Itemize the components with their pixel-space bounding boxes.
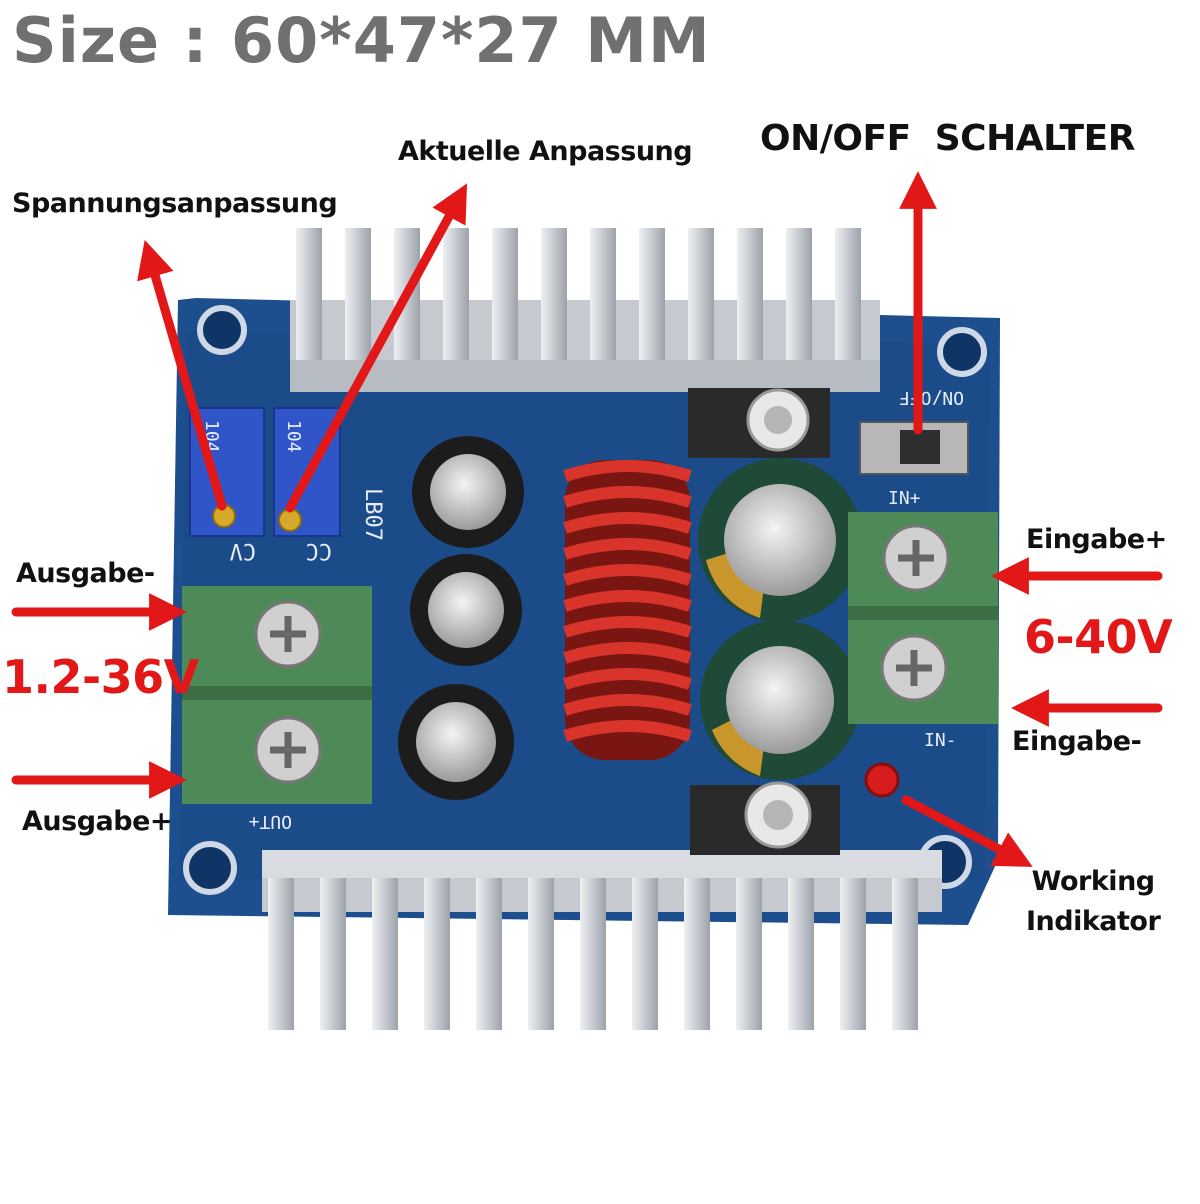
label-input-plus: Eingabe+	[1026, 524, 1167, 555]
label-working-line1: Working	[1031, 866, 1155, 897]
top-heatsink	[290, 228, 880, 392]
small-capacitors	[398, 436, 524, 800]
label-input-voltage: 6-40V	[1024, 610, 1173, 664]
label-working-indicator: Working Indikator	[1026, 862, 1161, 942]
silk-model: LB07	[360, 488, 385, 541]
bottom-heatsink	[262, 850, 942, 1030]
silk-pot-code-cc: 104	[283, 420, 304, 453]
label-input-minus: Eingabe-	[1012, 726, 1142, 757]
arrow-working-indicator	[901, 795, 1033, 867]
arrow-current-adjust	[285, 183, 468, 513]
arrow-voltage-adjust	[137, 239, 227, 511]
inductor-coil	[563, 460, 692, 760]
silk-cc: CC	[306, 538, 333, 563]
top-transistor	[688, 388, 830, 458]
output-terminal	[182, 586, 372, 804]
bottom-transistor	[690, 781, 840, 855]
label-output-plus: Ausgabe+	[22, 806, 173, 837]
label-output-voltage: 1.2-36V	[2, 650, 199, 704]
label-current-adjust: Aktuelle Anpassung	[398, 136, 693, 167]
silk-in-plus: IN+	[888, 488, 921, 509]
silk-switch: ON/OFF	[899, 387, 964, 408]
working-led	[864, 762, 900, 798]
silk-out: OUT+	[248, 811, 292, 832]
annotation-arrows	[11, 171, 1163, 867]
silk-cv: CV	[230, 538, 257, 563]
label-on-off-switch: ON/OFF SCHALTER	[760, 118, 1135, 159]
silk-in-minus: IN-	[924, 730, 957, 751]
label-voltage-adjust: Spannungsanpassung	[12, 188, 338, 219]
large-capacitors	[698, 458, 862, 780]
size-title: Size : 60*47*27 MM	[12, 4, 711, 77]
input-terminal	[848, 512, 998, 724]
label-output-minus: Ausgabe-	[16, 558, 155, 589]
label-working-line2: Indikator	[1026, 906, 1161, 937]
